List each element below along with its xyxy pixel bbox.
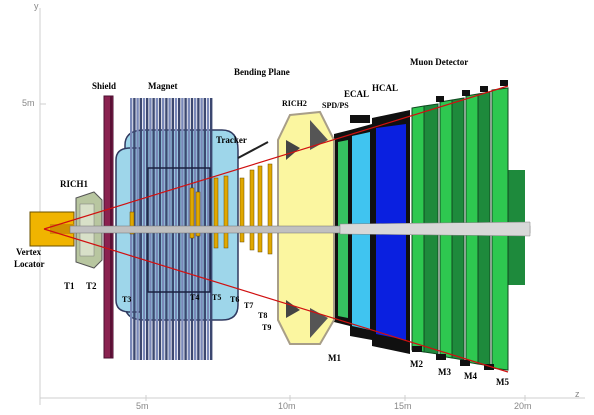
label-t6: T6 <box>230 295 240 304</box>
acceptance-lines <box>43 85 509 373</box>
x-axis-tick-10m: 10m <box>278 401 296 411</box>
label-rich1: RICH1 <box>60 179 89 189</box>
label-muon-detector: Muon Detector <box>410 57 469 67</box>
beam-pipe <box>69 221 531 237</box>
label-t2: T2 <box>86 281 97 291</box>
label-locator: Locator <box>14 259 45 269</box>
tracking-station <box>249 169 255 251</box>
label-bending-plane: Bending Plane <box>234 67 290 77</box>
tracking-station <box>257 165 263 253</box>
label-magnet: Magnet <box>148 81 178 91</box>
tracking-stations <box>129 163 273 255</box>
label-t3: T3 <box>122 295 132 304</box>
tracking-station <box>129 211 135 235</box>
tracking-station <box>195 191 201 237</box>
label-m3: M3 <box>438 367 451 377</box>
label-vertex: Vertex <box>16 247 42 257</box>
x-axis-tick-5m: 5m <box>136 401 149 411</box>
label-hcal: HCAL <box>372 83 399 93</box>
label-m4: M4 <box>464 371 477 381</box>
tracking-station <box>223 175 229 249</box>
label-m5: M5 <box>496 377 509 387</box>
label-t7: T7 <box>244 301 254 310</box>
x-axis-label: z <box>575 389 580 399</box>
axes <box>39 8 585 405</box>
label-t9: T9 <box>262 323 272 332</box>
x-axis-tick-15m: 15m <box>394 401 412 411</box>
y-axis-tick-5m: 5m <box>22 98 35 108</box>
tracking-station <box>189 187 195 239</box>
x-axis-tick-20m: 20m <box>514 401 532 411</box>
label-m1: M1 <box>328 353 341 363</box>
y-axis-label: y <box>34 1 39 11</box>
label-t1: T1 <box>64 281 75 291</box>
vertex-locator <box>29 211 75 247</box>
muon-detector <box>411 80 525 371</box>
label-m2: M2 <box>410 359 423 369</box>
label-shield: Shield <box>92 81 117 91</box>
label-ecal: ECAL <box>344 89 370 99</box>
label-spd-ps: SPD/PS <box>322 101 349 110</box>
label-t4: T4 <box>190 293 200 302</box>
label-rich2: RICH2 <box>282 99 307 108</box>
magnet-coil <box>147 167 211 293</box>
tracking-station <box>239 177 245 243</box>
label-t8: T8 <box>258 311 268 320</box>
label-tracker: Tracker <box>216 135 247 145</box>
label-t5: T5 <box>212 293 222 302</box>
tracking-station <box>213 177 219 249</box>
tracking-station <box>267 163 273 255</box>
